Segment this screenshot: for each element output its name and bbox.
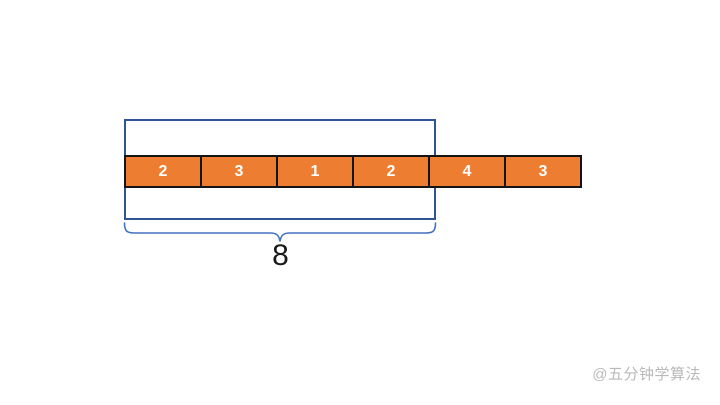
array-cell-value: 1 [310,162,320,180]
array-cell-2: 1 [276,155,354,188]
array-cell-0: 2 [124,155,202,188]
array-cell-4: 4 [428,155,506,188]
array-cell-value: 3 [538,162,548,180]
array-cell-value: 2 [386,162,396,180]
array-row: 2 3 1 2 4 3 [124,155,582,188]
array-cell-1: 3 [200,155,278,188]
array-cell-value: 4 [462,162,472,180]
watermark-text: @五分钟学算法 [592,366,701,383]
array-cell-value: 3 [234,162,244,180]
array-cell-value: 2 [158,162,168,180]
array-cell-3: 2 [352,155,430,188]
array-cell-5: 3 [504,155,582,188]
window-sum-label: 8 [272,239,289,272]
brace-below-icon [123,222,437,242]
